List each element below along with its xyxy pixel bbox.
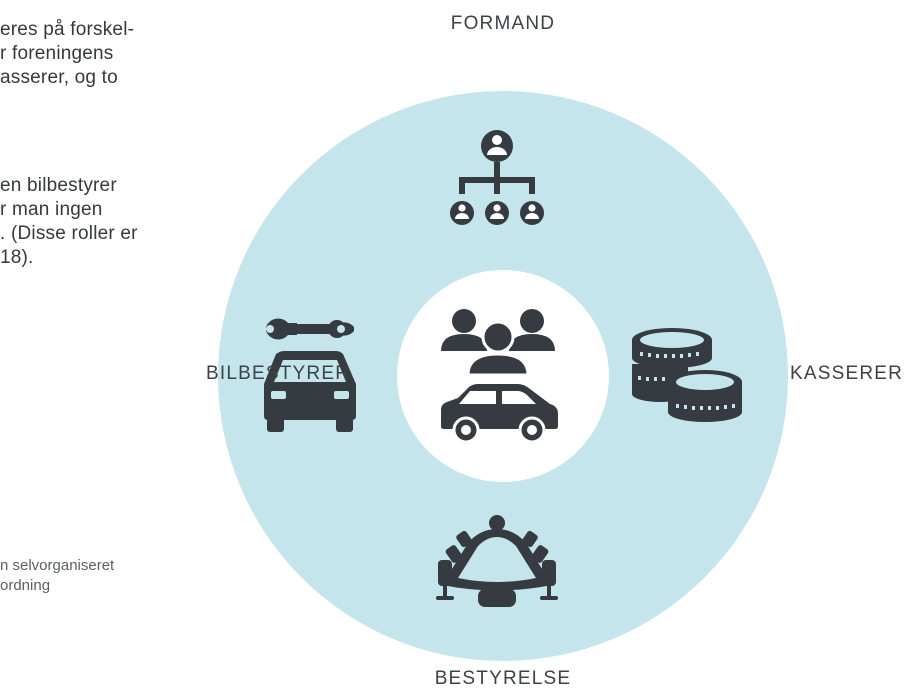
car-repair-icon: [264, 318, 356, 432]
text-line: eres på forskel-: [0, 19, 135, 40]
text-line: en bilbestyrer: [0, 175, 117, 196]
role-label-kasserer: KASSERER: [790, 363, 904, 384]
carsharing-group-icon: [441, 309, 558, 444]
coins-icon: [632, 328, 742, 422]
text-line: r foreningens: [0, 43, 114, 64]
intro-paragraph-2: en bilbestyrer r man ingen . (Disse roll…: [0, 174, 200, 270]
role-label-bilbestyrer: BILBESTYRER: [206, 363, 351, 384]
text-line: asserer, og to: [0, 67, 118, 88]
figure-caption: n selvorganiseret ordning: [0, 556, 200, 596]
text-line: 18).: [0, 247, 34, 268]
caption-line: n selvorganiseret: [0, 557, 115, 574]
intro-paragraph-1: eres på forskel- r foreningens asserer, …: [0, 18, 200, 90]
org-chart-icon: [450, 130, 544, 225]
role-label-bestyrelse: BESTYRELSE: [434, 668, 572, 689]
role-label-formand: FORMAND: [450, 13, 556, 34]
meeting-table-icon: [436, 515, 558, 607]
text-line: r man ingen: [0, 199, 103, 220]
caption-line: ordning: [0, 577, 51, 594]
text-line: . (Disse roller er: [0, 223, 138, 244]
